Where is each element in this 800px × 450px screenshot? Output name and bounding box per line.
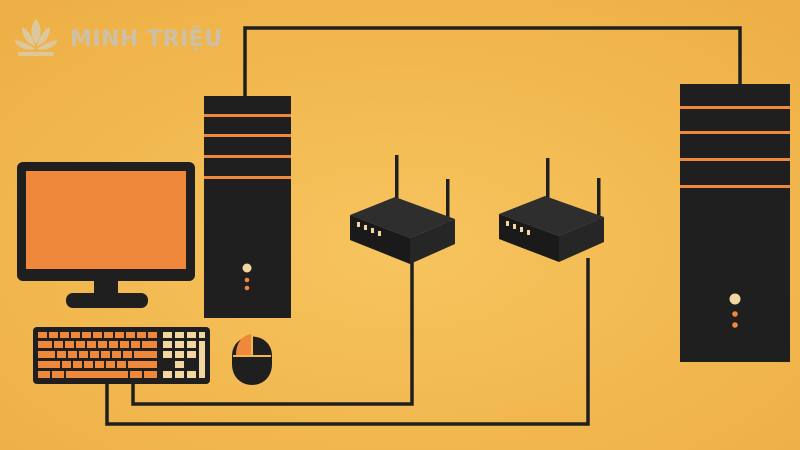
keyboard-icon [33, 327, 210, 384]
lotus-logo-icon [14, 19, 58, 56]
cables [105, 26, 742, 426]
monitor-icon [17, 162, 195, 308]
server-tower-icon [680, 84, 790, 362]
router-icon [499, 158, 604, 262]
cable-keyboard-to-router-left [131, 262, 414, 406]
router-icon [350, 155, 455, 264]
computer-tower-icon [204, 96, 291, 318]
mouse-icon [232, 334, 272, 385]
brand-name: MINH TRIỆU [70, 27, 223, 52]
cable-keyboard-to-router-right [105, 258, 590, 426]
cable-pc-to-server [243, 26, 742, 97]
